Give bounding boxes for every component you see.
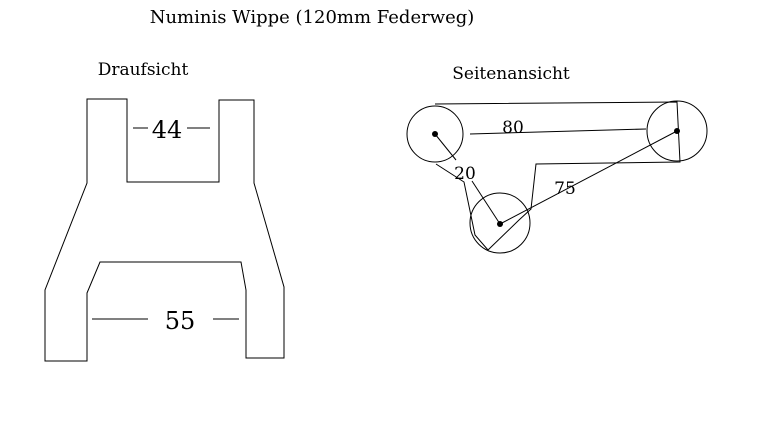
dim-44-label: 44 [152,116,183,144]
top-view-outline [44,98,285,362]
dim-75-label: 75 [554,179,576,199]
dim-80-line [469,128,647,135]
page-title: Numinis Wippe (120mm Federweg) [150,7,475,28]
dim-20-line-upper [434,133,457,161]
dim-55-label: 55 [165,307,196,335]
top-view-label: Draufsicht [98,60,189,80]
pivot-circle-right [646,100,708,162]
pivot-circle-left [406,105,464,163]
dim-75-line [499,130,678,225]
dim-20-line-lower [471,180,501,225]
dim-80-label: 80 [502,118,524,138]
dim-20-label: 20 [454,164,476,184]
side-view-label: Seitenansicht [452,64,570,84]
pivot-circle-bottom [469,192,531,254]
